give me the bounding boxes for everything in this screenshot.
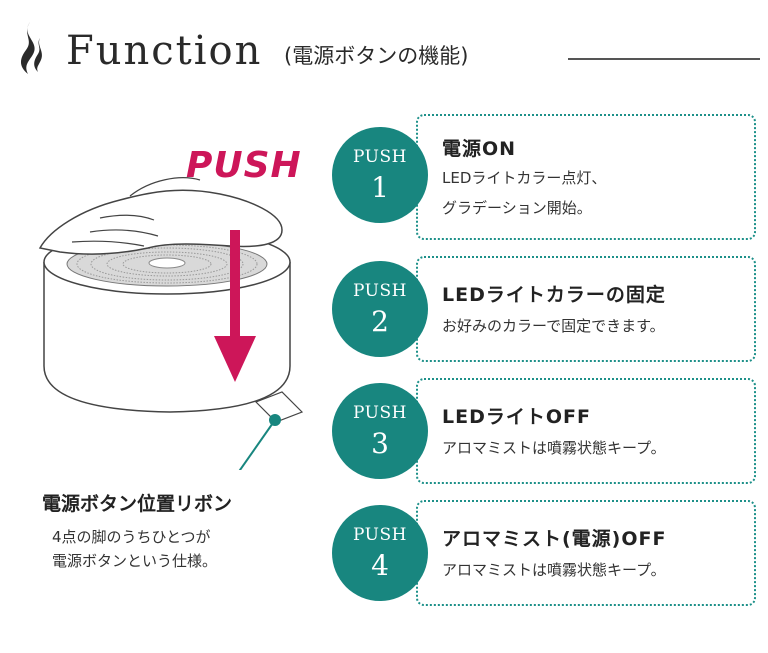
step-box <box>416 378 756 484</box>
step-3: PUSH 3 LEDライトOFF アロマミストは噴霧状態キープ。 <box>332 378 756 502</box>
step-box <box>416 114 756 240</box>
push-badge-label: PUSH <box>353 147 407 167</box>
page-title: Function <box>66 28 263 74</box>
step-desc-line: アロマミストは噴霧状態キープ。 <box>442 439 666 457</box>
step-title: 電源ON <box>442 138 517 160</box>
diffuser-illustration <box>38 177 304 470</box>
ribbon-title: 電源ボタン位置リボン <box>42 493 233 515</box>
push-badge: PUSH 1 <box>332 127 428 223</box>
push-badge-label: PUSH <box>353 525 407 545</box>
step-desc-line: LEDライトカラー点灯、 <box>442 169 607 187</box>
ribbon-desc-line: 電源ボタンという仕様。 <box>52 552 218 570</box>
header: Function (電源ボタンの機能) <box>0 0 768 100</box>
step-title: LEDライトカラーの固定 <box>442 284 666 306</box>
step-box <box>416 256 756 362</box>
page-subtitle: (電源ボタンの機能) <box>284 44 469 68</box>
title-divider <box>568 58 760 60</box>
push-badge-label: PUSH <box>353 403 407 423</box>
ribbon-description: 4点の脚のうちひとつが 電源ボタンという仕様。 <box>52 525 217 573</box>
push-badge-number: 2 <box>371 305 389 338</box>
flame-icon <box>21 22 42 74</box>
step-4: PUSH 4 アロマミスト(電源)OFF アロマミストは噴霧状態キープ。 <box>332 500 756 624</box>
push-badge-number: 4 <box>371 549 389 582</box>
ribbon-desc-line: 4点の脚のうちひとつが <box>52 528 211 546</box>
step-title: アロマミスト(電源)OFF <box>442 528 667 550</box>
push-label: PUSH <box>186 145 302 186</box>
step-desc-line: アロマミストは噴霧状態キープ。 <box>442 561 666 579</box>
push-badge: PUSH 3 <box>332 383 428 479</box>
push-badge-label: PUSH <box>353 281 407 301</box>
step-title: LEDライトOFF <box>442 406 591 428</box>
push-badge-number: 1 <box>371 171 389 204</box>
step-1: PUSH 1 電源ON LEDライトカラー点灯、 グラデーション開始。 <box>332 114 756 240</box>
push-badge: PUSH 2 <box>332 261 428 357</box>
step-desc-line: グラデーション開始。 <box>442 199 592 217</box>
step-box <box>416 500 756 606</box>
push-badge-number: 3 <box>371 427 389 460</box>
step-2: PUSH 2 LEDライトカラーの固定 お好みのカラーで固定できます。 <box>332 256 756 380</box>
step-desc-line: お好みのカラーで固定できます。 <box>442 317 665 335</box>
push-badge: PUSH 4 <box>332 505 428 601</box>
